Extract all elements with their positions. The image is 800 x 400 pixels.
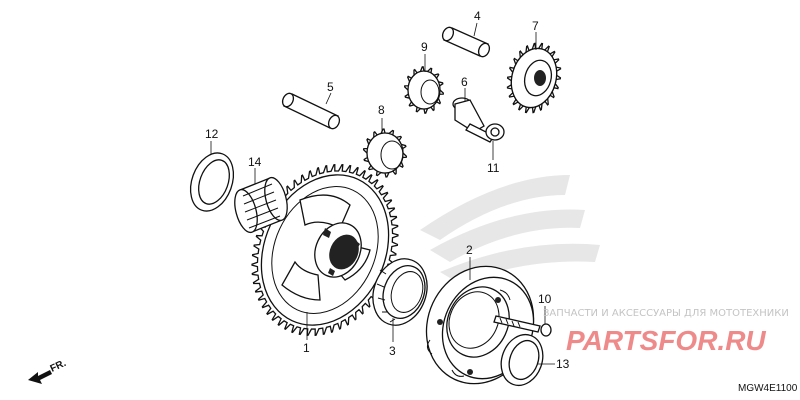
front-direction-indicator: FR.: [28, 358, 68, 384]
part-9-gear: [403, 66, 445, 114]
callout-12: 12: [205, 127, 219, 141]
part-13-washer: [500, 333, 544, 387]
callout-11: 11: [487, 161, 500, 175]
part-8-gear: [362, 128, 408, 178]
callout-7: 7: [532, 19, 539, 33]
callout-6: 6: [461, 75, 468, 89]
callout-13: 13: [556, 357, 570, 371]
part-10-bolt: [493, 315, 552, 337]
leader-lines: [210, 22, 555, 365]
callout-9: 9: [421, 40, 428, 54]
part-12-washer: [189, 152, 235, 212]
part-7-gear: [506, 42, 562, 114]
diagram-code: MGW4E1100: [738, 383, 798, 394]
callout-14: 14: [248, 155, 262, 169]
callout-1: 1: [303, 341, 310, 355]
watermark-caption: ЗАПЧАСТИ И АКСЕССУАРЫ ДЛЯ МОТОТЕХНИКИ: [543, 308, 789, 319]
part-4-shaft: [441, 26, 491, 58]
part-1-driven-gear: [251, 164, 399, 336]
callout-4: 4: [474, 9, 481, 23]
callout-2: 2: [466, 243, 473, 257]
part-14-needle-bearing: [234, 176, 288, 234]
callout-labels: 1 2 3 4 5 6 7 8 9 10 11 12 13 14: [205, 9, 570, 371]
part-3-one-way-clutch: [372, 258, 428, 326]
callout-8: 8: [378, 103, 385, 117]
front-arrow-icon: [28, 370, 52, 384]
part-5-shaft: [281, 92, 341, 130]
site-watermark: ЗАПЧАСТИ И АКСЕССУАРЫ ДЛЯ МОТОТЕХНИКИ PA…: [543, 308, 789, 356]
wing-watermark: [420, 175, 600, 284]
callout-3: 3: [389, 344, 396, 358]
watermark-brand: PARTSFOR.RU: [566, 325, 766, 356]
part-11-washer: [485, 123, 505, 141]
callout-10: 10: [538, 292, 552, 306]
front-label: FR.: [49, 358, 68, 375]
callout-5: 5: [327, 80, 334, 94]
